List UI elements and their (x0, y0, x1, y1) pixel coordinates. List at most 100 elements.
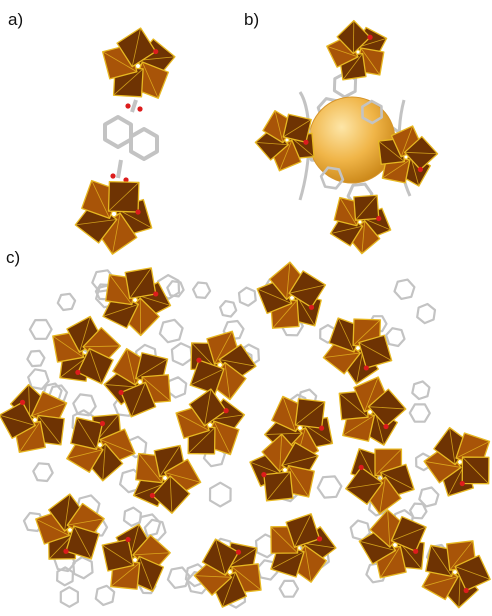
octahedron-edge (102, 303, 139, 317)
octahedron-edge (462, 456, 489, 484)
metal-oxide-cluster (74, 179, 153, 255)
aromatic-ring (129, 127, 159, 161)
octahedron-edge (135, 358, 168, 379)
octahedron-edge (108, 182, 140, 212)
octahedron-edge (231, 566, 262, 591)
octahedron-edge (132, 552, 171, 556)
octahedron-edge (194, 575, 232, 578)
octahedron-edge (422, 576, 459, 588)
oxygen-atom (110, 173, 116, 179)
octahedron-edge (129, 267, 152, 299)
metal-oxide-cluster (132, 444, 202, 514)
octahedron-edge (91, 180, 110, 219)
oxygen-atom (319, 425, 325, 431)
octahedron-edge (110, 562, 140, 587)
octahedron-edge (380, 472, 415, 490)
metal-oxide-cluster (193, 538, 262, 608)
oxygen-atom (308, 304, 315, 310)
octahedron-edge (279, 140, 293, 171)
octahedron-edge (113, 68, 144, 96)
octahedron-edge (358, 342, 392, 361)
aromatic-ring (170, 342, 193, 367)
aromatic-ring (319, 166, 345, 190)
octahedron-edge (66, 449, 104, 460)
octahedron-edge (345, 482, 383, 490)
aromatic-ring (28, 318, 53, 340)
oxygen-atom (459, 480, 465, 487)
octahedron-edge (342, 53, 363, 81)
carboxylate-bond (130, 99, 138, 113)
octahedron-edge (323, 352, 361, 359)
aromatic-ring (316, 475, 343, 499)
oxygen-atom (123, 177, 129, 183)
metal-oxide-cluster (270, 513, 337, 583)
metal-oxide-cluster (423, 426, 491, 497)
metal-oxide-cluster (254, 109, 315, 172)
aromatic-ring (32, 462, 54, 483)
panel-label-a: a) (8, 10, 24, 29)
aromatic-ring (72, 393, 97, 417)
octahedron-edge (387, 509, 391, 548)
oxygen-atom (463, 587, 469, 594)
aromatic-ring (192, 281, 212, 299)
octahedron-edge (270, 551, 305, 570)
octahedron-edge (109, 274, 133, 305)
metal-oxide-cluster (102, 27, 176, 99)
octahedron-edge (139, 298, 142, 336)
oxygen-atom (261, 472, 267, 478)
metal-oxide-cluster (358, 509, 427, 579)
octahedron-edge (214, 331, 233, 365)
aromatic-ring (122, 506, 142, 528)
octahedron-edge (111, 213, 121, 255)
aromatic-ring (409, 502, 428, 520)
metal-oxide-cluster (103, 347, 172, 418)
octahedron-edge (337, 317, 355, 353)
octahedron-edge (264, 432, 303, 435)
octahedron-edge (304, 545, 312, 583)
octahedron-edge (266, 471, 291, 502)
octahedron-edge (294, 513, 312, 548)
aromatic-ring (416, 302, 437, 325)
aromatic-ring (94, 584, 116, 607)
octahedron-edge (126, 348, 136, 386)
metal-oxide-cluster (102, 267, 172, 337)
octahedron-edge (257, 288, 292, 304)
oxygen-atom (99, 420, 106, 427)
octahedron-edge (175, 412, 210, 431)
aromatic-ring (166, 566, 191, 590)
aromatic-ring (56, 292, 77, 312)
metal-oxide-cluster (52, 315, 122, 385)
panel-a-linker-view (74, 27, 176, 255)
octahedron-edge (286, 262, 291, 300)
aromatic-ring (219, 300, 238, 318)
octahedron-edge (164, 472, 201, 483)
octahedron-edge (88, 348, 103, 384)
octahedron-edge (359, 540, 396, 551)
octahedron-edge (102, 51, 138, 73)
octahedron-edge (288, 465, 310, 498)
panel-label-c: c) (6, 248, 21, 267)
aromatic-ring (418, 486, 440, 508)
metal-oxide-cluster (249, 433, 319, 502)
octahedron-edge (430, 545, 452, 577)
octahedron-edge (222, 572, 236, 608)
octahedron-edge (187, 427, 216, 454)
octahedron-edge (355, 194, 378, 221)
oxygen-atom (316, 536, 323, 542)
aromatic-ring (26, 349, 46, 368)
octahedron-edge (159, 445, 181, 477)
oxygen-atom (376, 215, 382, 222)
metal-oxide-cluster (322, 317, 393, 385)
oxygen-atom (358, 464, 364, 470)
metal-oxide-cluster (35, 493, 105, 560)
octahedron-edge (31, 402, 67, 417)
aromatic-ring (103, 115, 133, 149)
aromatic-ring (411, 380, 431, 401)
oxygen-atom (367, 34, 373, 40)
octahedron-edge (455, 441, 490, 459)
oxygen-atom (149, 492, 155, 499)
octahedron-edge (75, 219, 117, 226)
octahedron-edge (35, 518, 70, 536)
octahedron-edge (404, 151, 438, 155)
